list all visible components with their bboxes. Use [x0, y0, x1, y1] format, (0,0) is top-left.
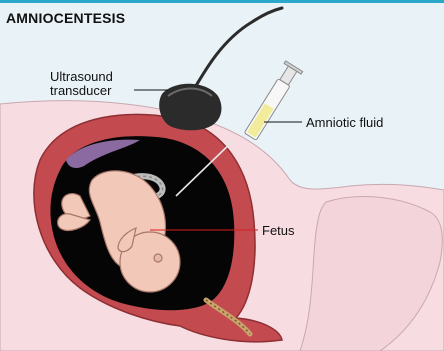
syringe: [242, 61, 303, 142]
diagram-title: AMNIOCENTESIS: [6, 10, 125, 26]
label-ultrasound-transducer: Ultrasound transducer: [50, 70, 113, 98]
ultrasound-transducer: [159, 84, 221, 131]
label-fetus: Fetus: [262, 223, 295, 238]
label-amniotic-fluid: Amniotic fluid: [306, 115, 383, 130]
label-transducer-line1: Ultrasound: [50, 70, 113, 84]
label-transducer-line2: transducer: [50, 84, 113, 98]
top-border: [0, 0, 444, 3]
transducer-cable: [190, 8, 282, 96]
